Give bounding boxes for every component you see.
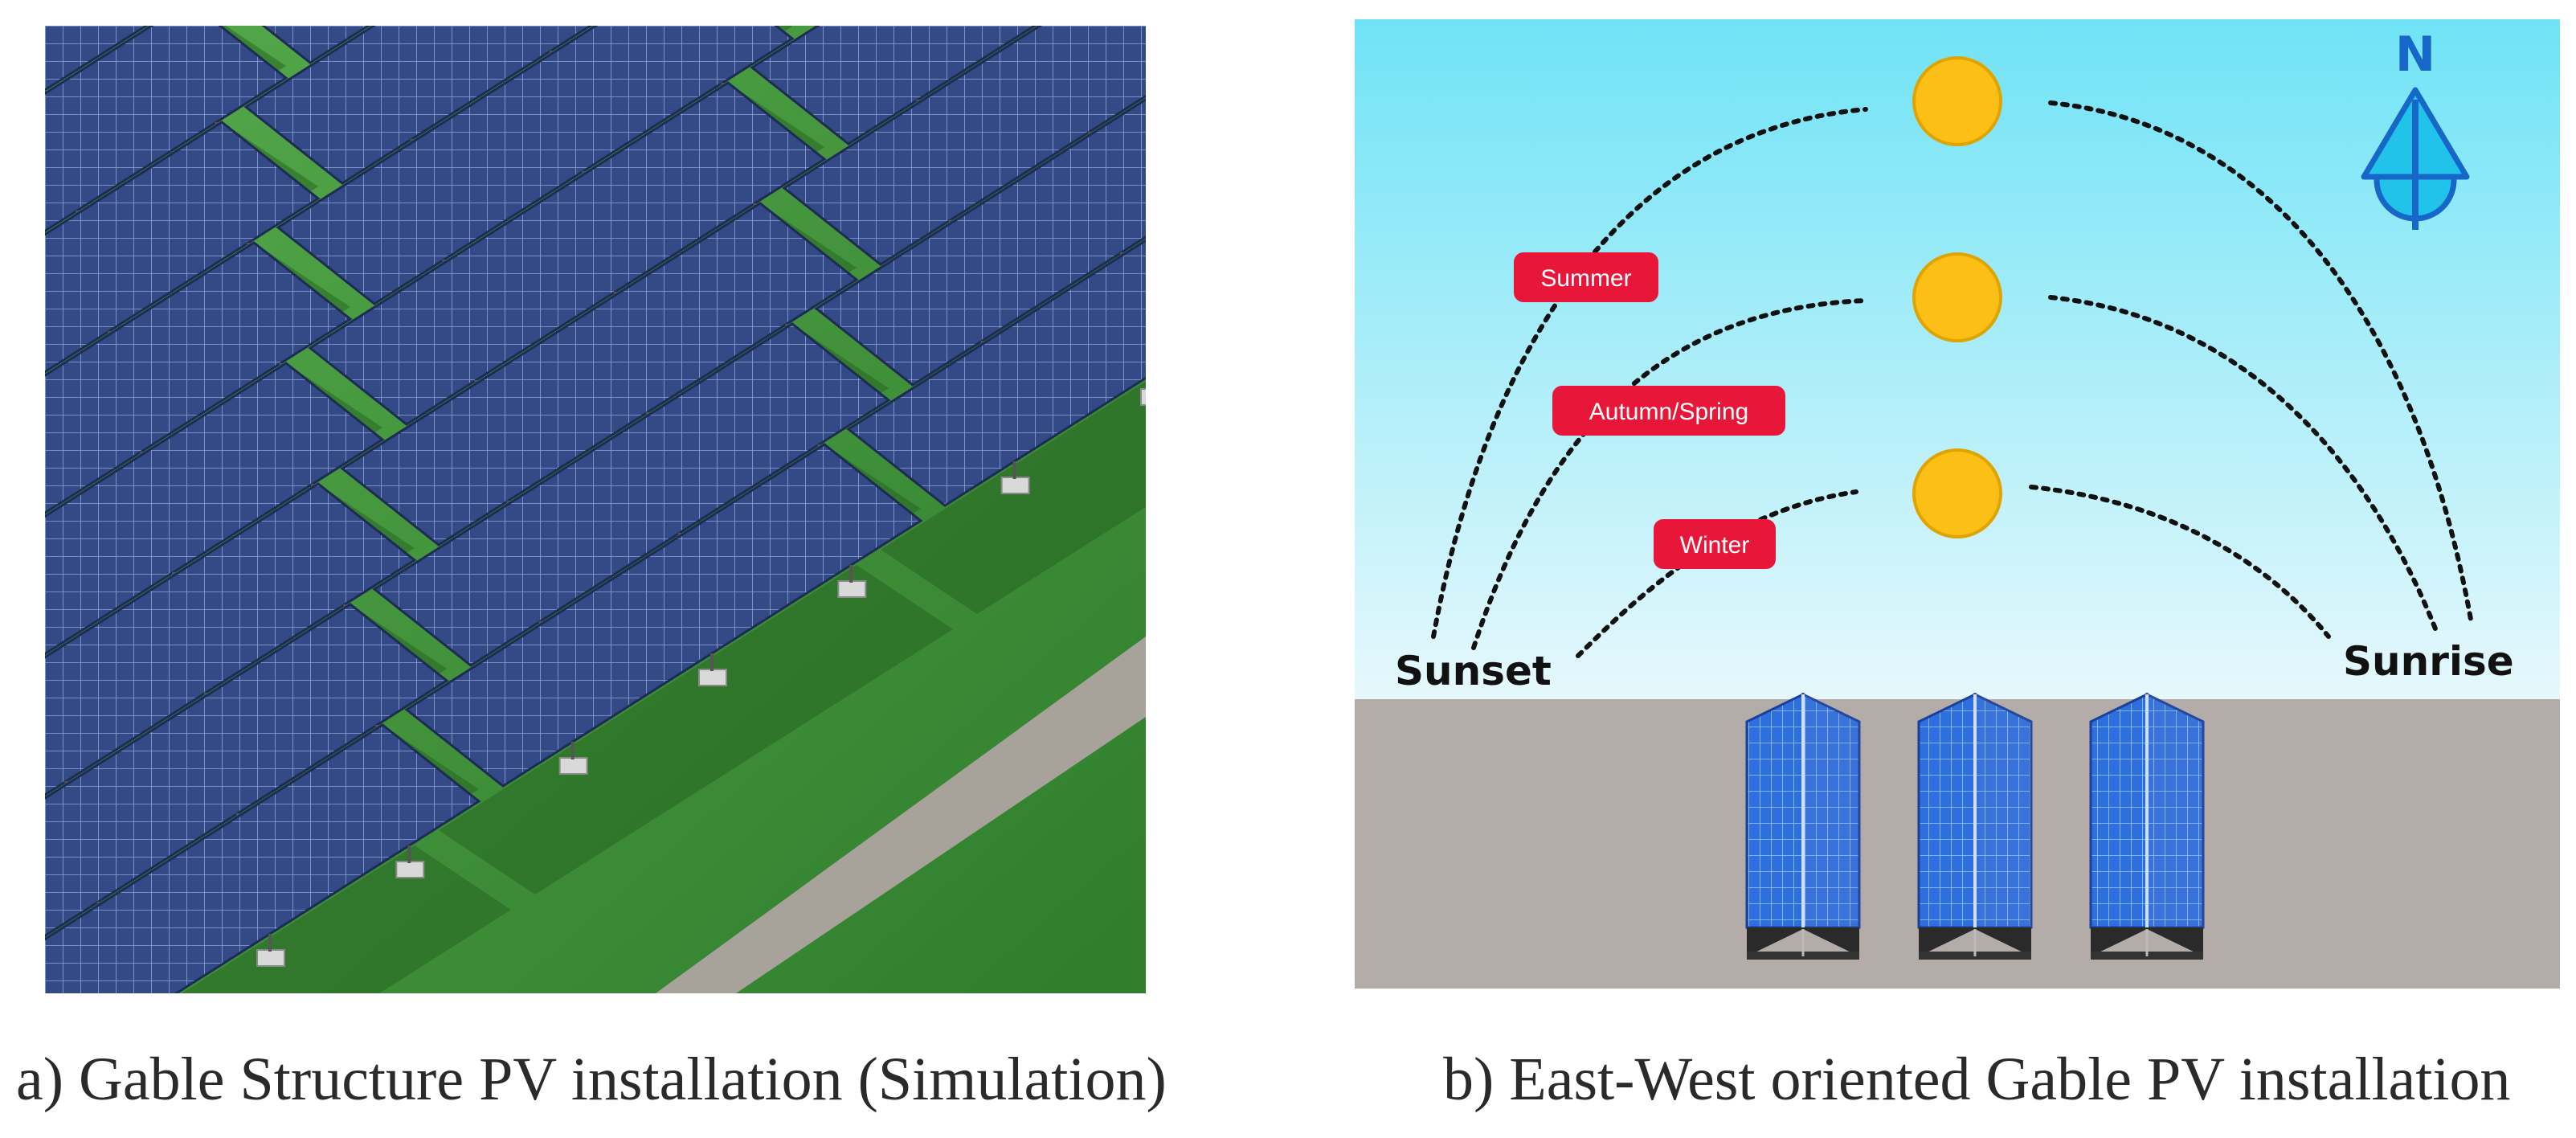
caption-b: b) East-West oriented Gable PV installat…	[1443, 1046, 2511, 1113]
gable-pv-unit-2	[1917, 692, 2033, 960]
pv-rows	[45, 26, 1146, 993]
caption-a: a) Gable Structure PV installation (Simu…	[16, 1046, 1167, 1113]
sunrise-label: Sunrise	[2343, 638, 2514, 685]
compass-north-icon: N	[2361, 27, 2470, 230]
svg-text:Winter: Winter	[1680, 532, 1750, 559]
gable-pv-simulation-image	[45, 26, 1146, 993]
gravel-path	[656, 637, 1146, 993]
east-west-gable-diagram: Summer Autumn/Spring Winter Sunset Sunri…	[1355, 19, 2560, 989]
sun-summer-icon	[1912, 56, 2002, 146]
sun-autumn-spring-icon	[1912, 252, 2002, 342]
season-label-autumn-spring: Autumn/Spring	[1552, 386, 1785, 436]
pv-field-illustration	[45, 26, 1146, 993]
suns	[1912, 56, 2002, 538]
pv-table	[404, 443, 953, 894]
svg-text:N: N	[2395, 27, 2435, 83]
sunset-label: Sunset	[1395, 648, 1552, 694]
sun-winter-icon	[1912, 448, 2002, 538]
season-label-winter: Winter	[1654, 519, 1776, 569]
gable-pv-units	[1745, 692, 2205, 960]
svg-text:Autumn/Spring: Autumn/Spring	[1589, 399, 1748, 425]
sun-paths	[1431, 100, 2474, 658]
pv-table	[45, 723, 511, 993]
autumn-path-west	[1471, 298, 1868, 650]
autumn-path-east	[2048, 295, 2440, 637]
sun-path-diagram: Summer Autumn/Spring Winter Sunset Sunri…	[1355, 19, 2560, 989]
gable-pv-unit-3	[2089, 692, 2205, 960]
summer-path-east	[2048, 100, 2474, 626]
season-label-summer: Summer	[1514, 252, 1658, 302]
svg-text:Summer: Summer	[1540, 265, 1631, 292]
pv-table	[846, 239, 1146, 614]
gable-pv-unit-1	[1745, 692, 1861, 960]
winter-path-east	[2029, 485, 2331, 639]
